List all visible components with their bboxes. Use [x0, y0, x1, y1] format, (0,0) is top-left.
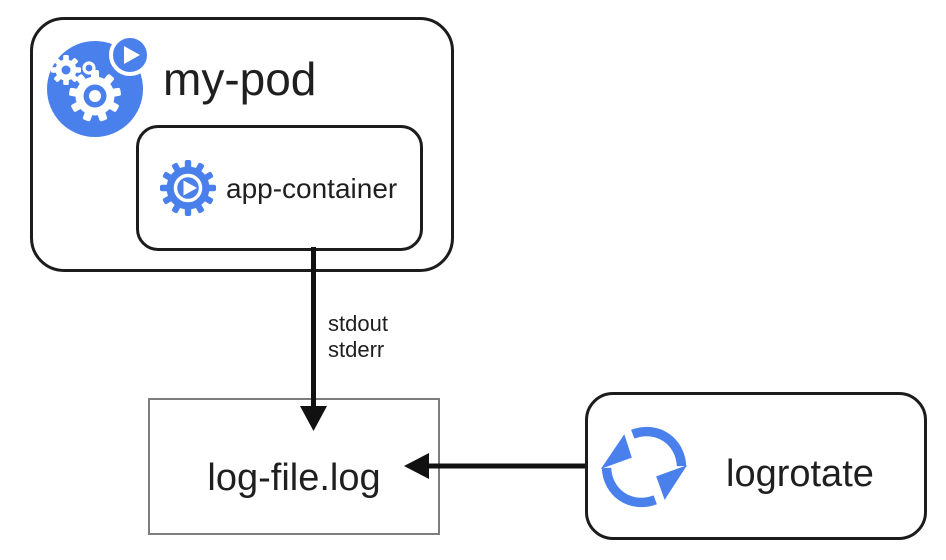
node-my-pod: my-pod [30, 17, 454, 272]
stderr-label: stderr [328, 337, 385, 362]
node-app-container: app-container [136, 125, 423, 251]
stdout-label: stdout [328, 311, 388, 336]
pod-label: my-pod [163, 53, 317, 105]
node-logrotate: logrotate [585, 392, 927, 540]
log-file-label: log-file.log [207, 457, 381, 499]
kubernetes-pod-icon [47, 34, 151, 137]
edge-label-stdout-stderr: stdout stderr [328, 311, 388, 363]
container-gear-icon [160, 160, 216, 216]
app-container-label: app-container [226, 173, 398, 204]
node-log-file: log-file.log [148, 398, 440, 535]
logrotate-label: logrotate [726, 453, 874, 495]
logrotate-cycle-icon [600, 426, 688, 508]
